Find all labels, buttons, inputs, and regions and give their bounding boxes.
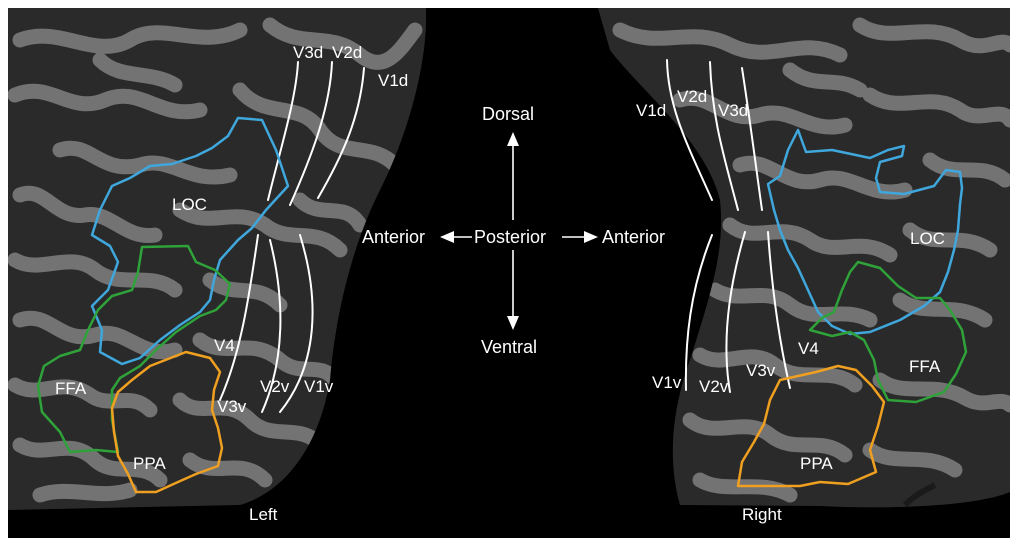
left-v4-label: V4 — [214, 337, 235, 354]
right-v1v-label: V1v — [652, 374, 681, 391]
right-v1d-label: V1d — [636, 102, 666, 119]
posterior-label: Posterior — [474, 228, 546, 246]
left-v2v-label: V2v — [260, 378, 289, 395]
left-hemisphere-label: Left — [249, 506, 277, 523]
left-v1v-label: V1v — [304, 378, 333, 395]
right-ppa-label: PPA — [800, 455, 833, 472]
left-ffa-label: FFA — [55, 380, 86, 397]
left-v2d-label: V2d — [332, 44, 362, 61]
right-v4-label: V4 — [798, 340, 819, 357]
left-v1d-label: V1d — [378, 72, 408, 89]
right-v3d-label: V3d — [718, 102, 748, 119]
right-hemisphere-label: Right — [742, 506, 782, 523]
anterior-right-label: Anterior — [602, 228, 665, 246]
right-v3v-label: V3v — [746, 362, 775, 379]
right-ffa-label: FFA — [909, 358, 940, 375]
left-loc-label: LOC — [172, 196, 207, 213]
right-v2d-label: V2d — [677, 88, 707, 105]
left-v3d-label: V3d — [293, 44, 323, 61]
left-ppa-label: PPA — [133, 455, 166, 472]
right-loc-label: LOC — [910, 230, 945, 247]
ventral-label: Ventral — [481, 338, 537, 356]
dorsal-label: Dorsal — [482, 105, 534, 123]
anterior-left-label: Anterior — [362, 228, 425, 246]
right-v2v-label: V2v — [699, 378, 728, 395]
left-v3v-label: V3v — [217, 398, 246, 415]
